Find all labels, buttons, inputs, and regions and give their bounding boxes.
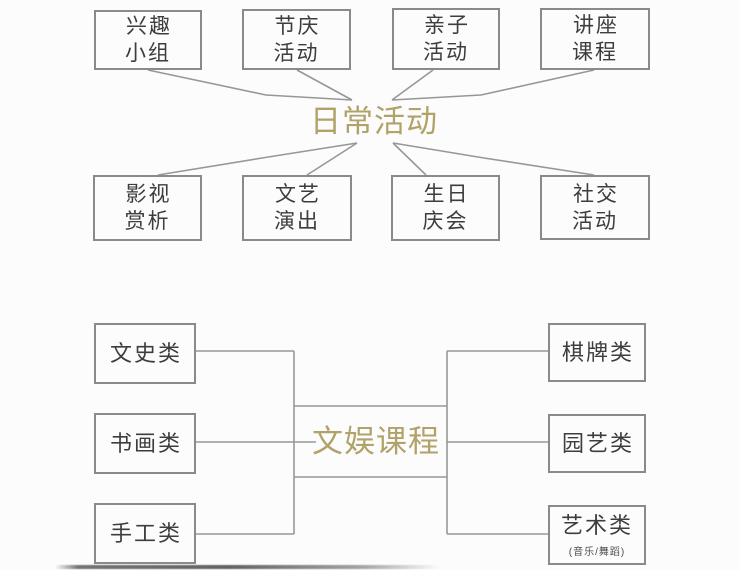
node-label: 生日 庆会	[422, 183, 470, 233]
node-label: 艺术类	[560, 512, 633, 538]
node-art-performances: 文艺 演出	[242, 175, 352, 241]
edge-lecture-courses	[391, 69, 595, 101]
edge-festival-activities	[296, 69, 353, 101]
node-label: 节庆 活动	[273, 14, 321, 65]
node-gardening: 园艺类	[548, 414, 646, 473]
node-festival-activities: 节庆 活动	[242, 9, 351, 70]
node-label: 影视 赏析	[124, 183, 172, 233]
node-calligraphy-painting: 书画类	[94, 413, 196, 474]
edge-social-activities	[392, 142, 595, 176]
node-label: 园艺类	[561, 430, 634, 456]
node-lecture-courses: 讲座 课程	[540, 8, 650, 70]
node-label: 棋牌类	[561, 339, 634, 365]
node-label: 社交 活动	[572, 182, 619, 233]
bottom-edge-shadow	[55, 565, 440, 569]
daily-activities-title: 日常活动	[310, 104, 438, 139]
node-label: 手工类	[109, 520, 182, 546]
culture-courses-title: 文娱课程	[312, 424, 440, 459]
edge-film-appreciation	[157, 142, 358, 176]
edge-interest-groups	[147, 69, 353, 101]
node-literature-history: 文史类	[94, 323, 196, 384]
edge-art-performances	[306, 142, 358, 176]
edge-parent-child-activities	[391, 69, 434, 101]
node-chess-cards: 棋牌类	[548, 323, 646, 382]
node-label: 讲座 课程	[572, 14, 619, 64]
node-arts: 艺术类 (音乐/舞蹈)	[548, 505, 646, 565]
node-social-activities: 社交 活动	[540, 175, 650, 240]
node-interest-groups: 兴趣 小组	[94, 10, 202, 70]
node-label: 书画类	[109, 430, 182, 456]
node-parent-child-activities: 亲子 活动	[392, 8, 500, 70]
node-birthday-celebrations: 生日 庆会	[391, 175, 500, 241]
node-sublabel: (音乐/舞蹈)	[568, 546, 626, 558]
edge-birthday-celebrations	[392, 142, 427, 176]
node-label: 文艺 演出	[274, 183, 321, 233]
node-label: 亲子 活动	[423, 14, 470, 64]
node-label: 兴趣 小组	[125, 15, 172, 65]
node-label: 文史类	[109, 340, 182, 366]
node-film-appreciation: 影视 赏析	[93, 175, 202, 241]
node-handicraft: 手工类	[94, 503, 196, 564]
